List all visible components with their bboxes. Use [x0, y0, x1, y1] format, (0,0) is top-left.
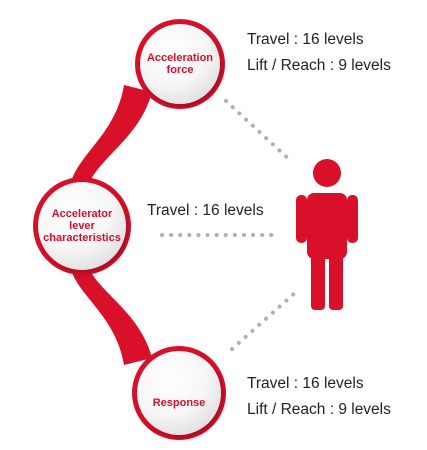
node-label-acceleration-force: Acceleration force — [146, 52, 214, 76]
spec-top-lift-reach: Lift / Reach : 9 levels — [247, 57, 391, 74]
person-icon — [296, 159, 358, 310]
spec-middle-travel: Travel : 16 levels — [147, 202, 264, 219]
node-label-response: Response — [152, 397, 206, 409]
dotted-connector-top — [224, 99, 294, 164]
node-label-accelerator-lever-characteristics: Accelerator lever characteristics — [43, 208, 121, 244]
dotted-connector-bottom — [230, 290, 298, 351]
node-acceleration-force — [135, 19, 225, 109]
connector-arc-lower — [70, 266, 152, 365]
spec-bottom-lift-reach: Lift / Reach : 9 levels — [247, 401, 391, 418]
spec-top-travel: Travel : 16 levels — [247, 31, 364, 48]
spec-bottom-travel: Travel : 16 levels — [247, 375, 364, 392]
connector-arc-upper — [70, 85, 152, 186]
node-accelerator-lever-characteristics — [33, 177, 131, 275]
node-response — [132, 346, 226, 440]
